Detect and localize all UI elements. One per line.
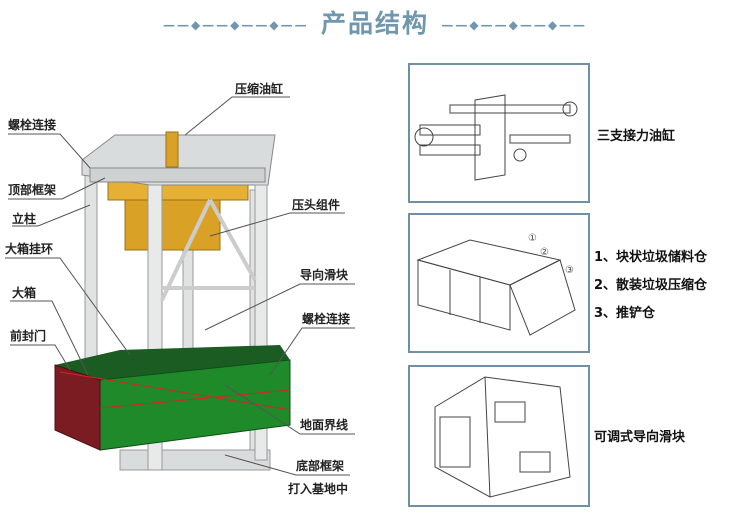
- label-three-cylinders: 三支接力油缸: [597, 129, 676, 144]
- label-bottom-frame: 底部框架: [296, 459, 345, 473]
- label-guide-slider: 导向滑块: [300, 268, 349, 282]
- ground-line: [59, 371, 291, 411]
- label-front-door: 前封门: [10, 329, 47, 343]
- label-bolt-top: 螺栓连接: [8, 118, 57, 132]
- panel-bins: ① ② ③: [408, 213, 590, 353]
- label-column: 立柱: [12, 212, 37, 226]
- label-embedded: 打入基地中: [288, 482, 349, 496]
- front-door: [54, 364, 101, 451]
- label-big-box: 大箱: [12, 286, 37, 300]
- slider-sketch: [434, 376, 571, 498]
- bins-sketch: ① ② ③: [416, 233, 576, 336]
- label-box-ring: 大箱挂环: [5, 242, 54, 256]
- title-ornament-right: ——◆——◆——◆——: [429, 18, 588, 32]
- label-bin-3: 3、推铲仓: [594, 306, 656, 321]
- page-title: ——◆——◆——◆—— 产品结构 ——◆——◆——◆——: [162, 9, 588, 38]
- marker-1: ①: [528, 233, 537, 244]
- marker-3: ③: [565, 265, 574, 276]
- label-top-frame: 顶部框架: [8, 183, 57, 197]
- panel-slider: [408, 365, 590, 507]
- leader-lines: [5, 96, 355, 476]
- press-head: [124, 194, 221, 251]
- marker-2: ②: [540, 247, 549, 258]
- label-bin-1: 1、块状垃圾储料仓: [594, 250, 708, 265]
- panel-cylinders: [408, 63, 590, 203]
- top-beam: [89, 167, 266, 183]
- label-adjustable-slider: 可调式导向滑块: [594, 430, 686, 445]
- bottom-frame: [119, 449, 271, 471]
- label-press-head: 压头组件: [292, 198, 341, 212]
- title-ornament-left: ——◆——◆——◆——: [162, 18, 321, 32]
- big-box-top: [55, 345, 290, 380]
- cylinder: [165, 131, 179, 168]
- label-bolt-side: 螺栓连接: [302, 312, 351, 326]
- label-ground-line: 地面界线: [300, 418, 349, 432]
- label-cylinder: 压缩油缸: [235, 82, 284, 96]
- label-bin-2: 2、散装垃圾压缩仓: [594, 278, 708, 293]
- cylinders-sketch: [414, 94, 578, 181]
